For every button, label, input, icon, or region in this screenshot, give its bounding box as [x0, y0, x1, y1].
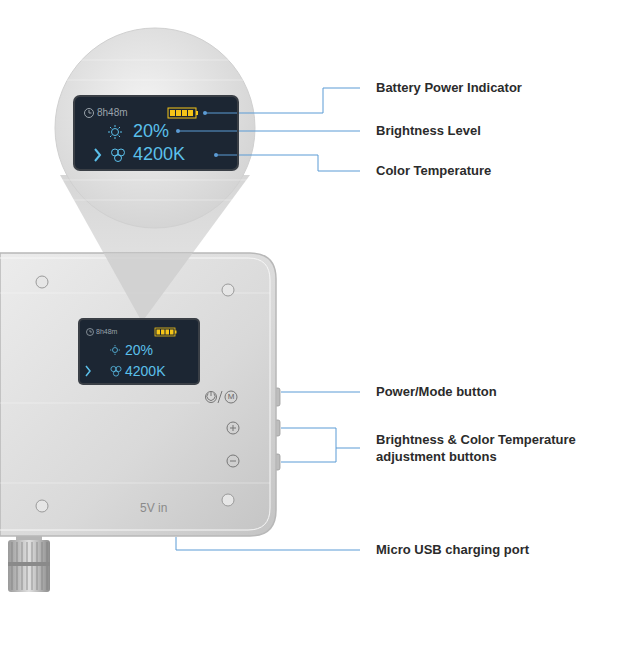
light-housing: 5V in 8h48m 20% 4200K [0, 253, 276, 536]
brightness-value: 20% [133, 121, 169, 143]
mode-letter: M [225, 391, 237, 403]
housing-drawing [0, 253, 276, 536]
magnifier-circle [55, 28, 255, 228]
brightness-value: 20% [125, 342, 153, 359]
callout-label: Brightness & Color Temperature adjustmen… [376, 431, 616, 465]
callout-label: Battery Power Indicator [376, 80, 522, 96]
zoomed-display: 8h48m 20%4200K [75, 97, 237, 169]
color-temperature-value: 4200K [125, 363, 165, 380]
mount-knob [8, 533, 50, 592]
callout-label: Brightness Level [376, 123, 481, 139]
display-screen: 8h48m 20% 4200K [80, 320, 198, 383]
callout-label: Color Temperature [376, 163, 491, 179]
color-temperature-value: 4200K [133, 144, 185, 166]
callout-label: Power/Mode button [376, 384, 497, 400]
input-marking: 5V in [140, 501, 167, 515]
battery-time: 8h48m [97, 107, 128, 119]
callout-label: Micro USB charging port [376, 542, 529, 558]
battery-time: 8h48m [96, 328, 117, 336]
brushed-texture [57, 60, 253, 200]
